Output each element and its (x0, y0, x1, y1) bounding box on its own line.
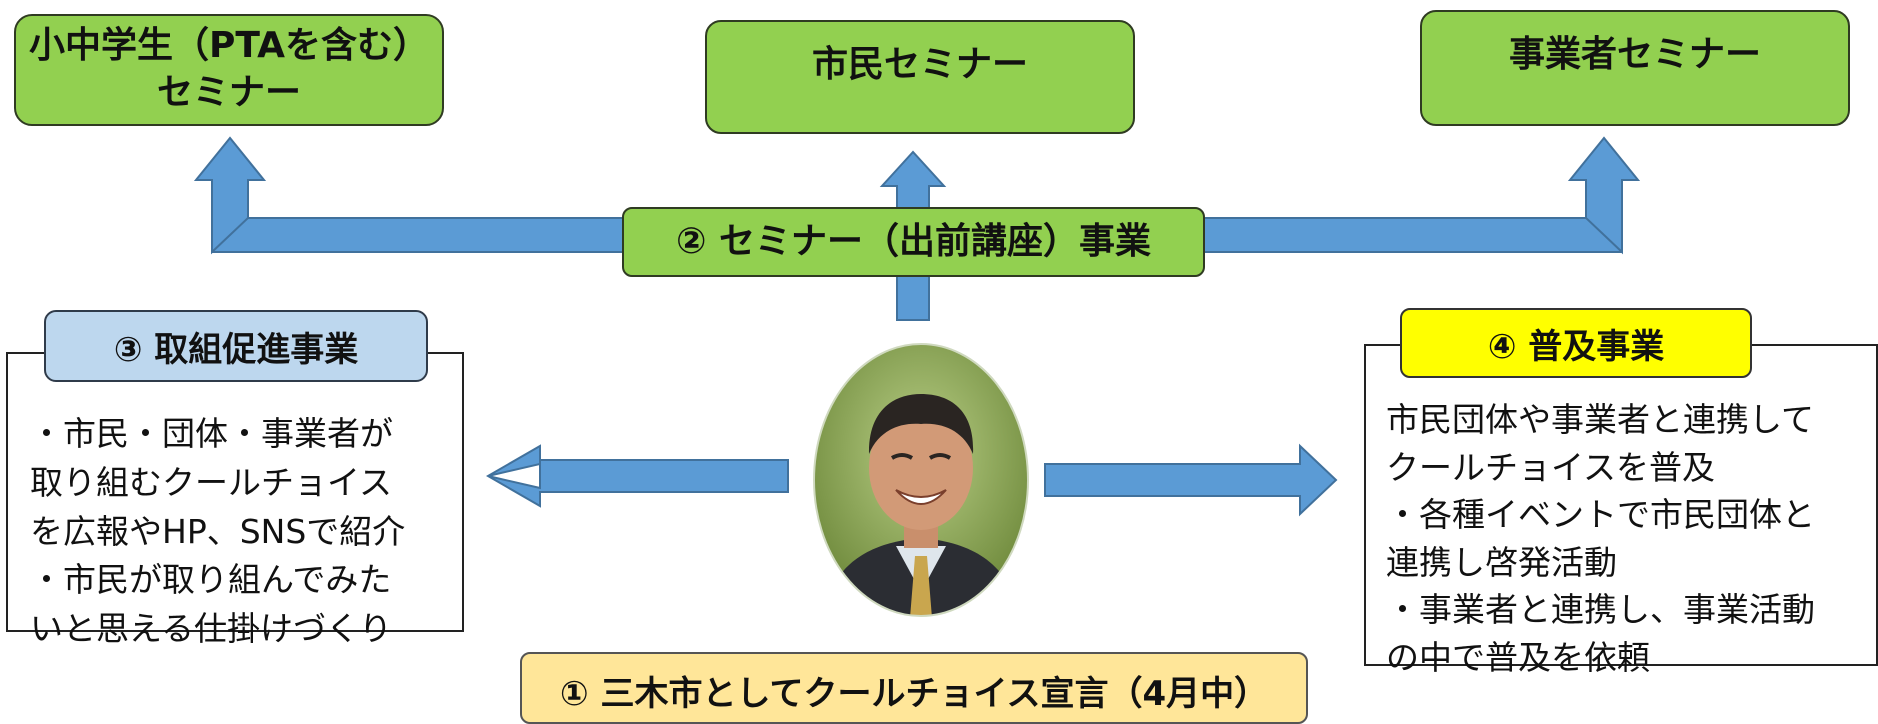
promotion-title-box: ③ 取組促進事業 (44, 310, 428, 382)
spread-panel: 市民団体や事業者と連携して クールチョイスを普及 ・各種イベントで市民団体と 連… (1364, 344, 1878, 677)
students-seminar-line-2: セミナー (156, 72, 301, 113)
spread-line-3: ・各種イベントで市民団体と (1386, 495, 1815, 535)
spread-line-2: クールチョイスを普及 (1386, 447, 1716, 487)
spread-line-4: 連携し啓発活動 (1386, 542, 1617, 582)
students-seminar-box: 小中学生（PTAを含む） セミナー (14, 14, 444, 126)
declaration-label: ① 三木市としてクールチョイス宣言（4月中） (559, 674, 1269, 714)
promotion-line-5: いと思える仕掛けづくり (30, 609, 393, 649)
promotion-line-1: ・市民・団体・事業者が (30, 414, 393, 453)
students-seminar-line-1: 小中学生（PTAを含む） (28, 25, 429, 67)
promotion-line-4: ・市民が取り組んでみた (30, 560, 392, 600)
promotion-line-3: を広報やHP、SNSで紹介 (30, 511, 406, 551)
arrow-left-to-promotion (485, 444, 789, 508)
spread-line-5: ・事業者と連携し、事業活動 (1386, 590, 1815, 630)
citizens-seminar-box: 市民セミナー (705, 20, 1135, 134)
arrow-right-to-spread (1044, 443, 1338, 517)
arrow-up-to-students (193, 136, 267, 255)
citizens-seminar-label: 市民セミナー (811, 44, 1028, 85)
mayor-portrait (813, 343, 1029, 617)
promotion-panel: ・市民・団体・事業者が 取り組むクールチョイス を広報やHP、SNSで紹介 ・市… (6, 352, 464, 648)
promotion-title: ③ 取組促進事業 (113, 329, 359, 370)
business-seminar-label: 事業者セミナー (1508, 34, 1761, 75)
seminar-project-label: ② セミナー（出前講座）事業 (675, 220, 1151, 262)
spread-line-1: 市民団体や事業者と連携して (1386, 400, 1815, 439)
business-seminar-box: 事業者セミナー (1420, 10, 1850, 126)
spread-title-box: ④ 普及事業 (1400, 308, 1752, 378)
spread-title: ④ 普及事業 (1487, 326, 1665, 367)
arrow-up-to-business (1567, 136, 1641, 255)
declaration-box: ① 三木市としてクールチョイス宣言（4月中） (520, 652, 1308, 724)
spread-line-6: の中で普及を依頼 (1386, 637, 1650, 677)
seminar-project-box: ② セミナー（出前講座）事業 (622, 207, 1205, 277)
promotion-line-2: 取り組むクールチョイス (30, 462, 393, 502)
